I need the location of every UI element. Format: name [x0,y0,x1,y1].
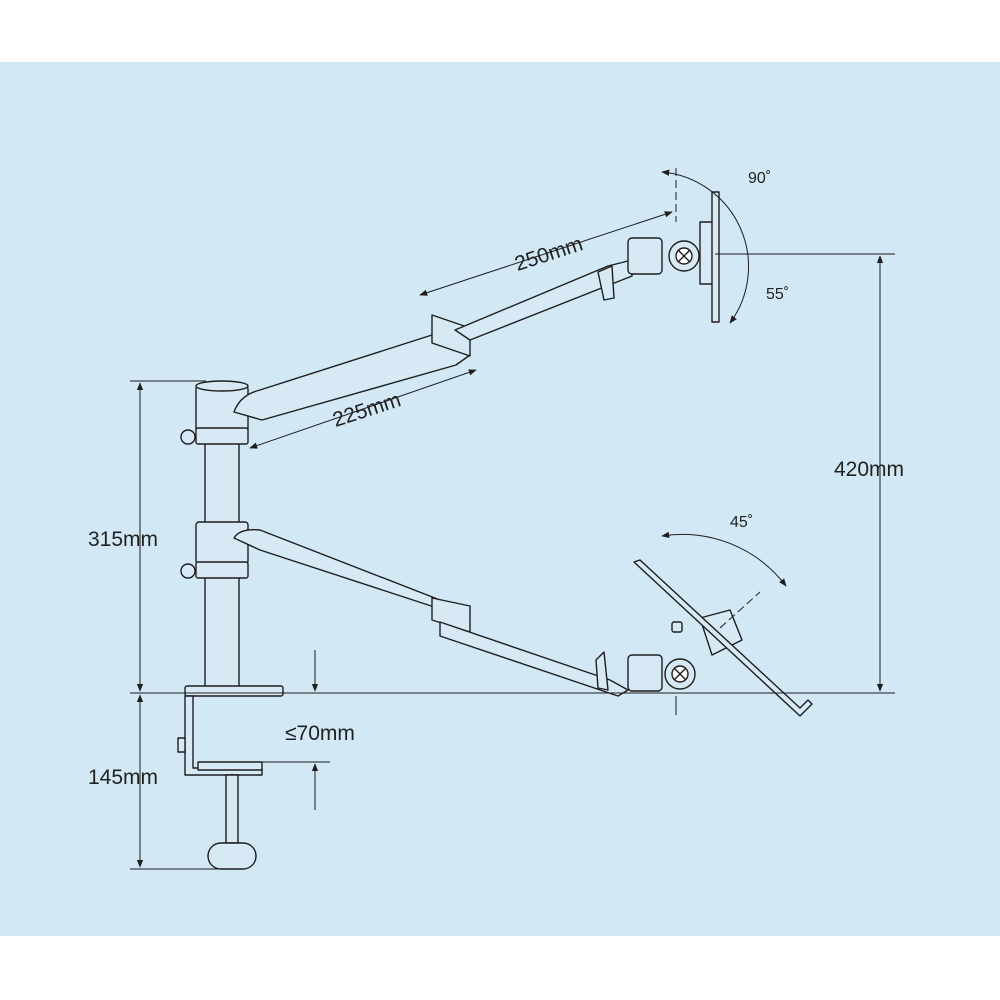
diagram-background [0,62,1000,936]
pole-height-label: 315mm [88,528,159,551]
lower-arm-knob [595,651,609,691]
monitor-tilt-arc [661,169,749,324]
lower-arm-dimension-line [249,369,477,449]
monitor-tilt-up-label: 90˚ [748,170,772,187]
clamp-height-label: 145mm [88,766,159,789]
monitor-head [627,191,720,323]
desk-clamp [177,695,263,870]
desk-thickness-label: ≤70mm [285,722,355,745]
upper-arm-knob [597,265,615,301]
laptop-head [627,609,743,692]
middle-collar [180,521,249,579]
upper-arm-dimension-line [419,211,673,296]
total-height-label: 420mm [834,458,905,481]
laptop-tray-tilt-label: 45˚ [730,514,754,531]
upper-arm-elbow [431,314,471,357]
top-pole-cap [180,380,249,445]
monitor-tilt-down-label: 55˚ [766,286,790,303]
base-plate [184,685,284,697]
laptop-tilt-arc [661,531,787,587]
laptop-tray [633,559,813,717]
